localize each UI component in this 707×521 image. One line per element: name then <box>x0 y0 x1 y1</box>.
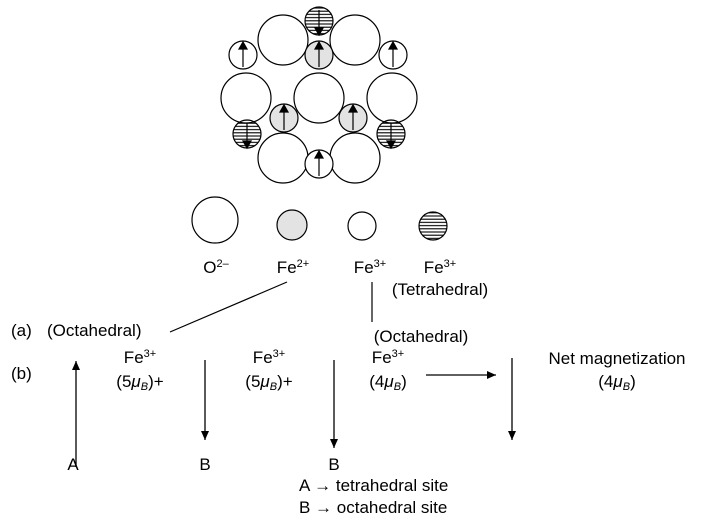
legend-tetrahedral-note: (Tetrahedral) <box>391 280 489 299</box>
legend-label-fe3: Fe3+ <box>353 258 387 277</box>
spin-arrows <box>237 10 399 176</box>
oxygen-ion <box>329 14 381 66</box>
moment-3-value: (4μB) <box>369 372 407 393</box>
oxygen-ion <box>293 72 345 124</box>
part-a-tag: (a) <box>11 321 32 340</box>
moment-arrows <box>72 358 516 467</box>
site-label-a: A <box>67 455 79 474</box>
connector-lines <box>169 281 373 333</box>
key-a-line: A → tetrahedral site <box>299 476 449 495</box>
moment-1-ion: Fe3+ <box>123 348 157 367</box>
legend-label-fe3-tetrahedral: Fe3+ <box>423 258 457 277</box>
legend-fe3-tetrahedral-symbol <box>418 211 448 241</box>
legend-label-oxygen: O2– <box>203 258 229 277</box>
legend-fe2-symbol <box>276 209 308 241</box>
moment-1-value: (5μB)+ <box>116 372 164 393</box>
moment-3-ion: Fe3+ <box>371 348 405 367</box>
net-magnetization-title: Net magnetization <box>548 349 686 368</box>
octahedral-label-left: (Octahedral) <box>47 321 142 340</box>
part-b-tag: (b) <box>11 364 32 383</box>
net-magnetization-value: (4μB) <box>598 372 636 393</box>
moment-2-value: (5μB)+ <box>245 372 293 393</box>
oxygen-ion <box>220 72 272 124</box>
oxygen-ion <box>257 132 309 184</box>
legend-label-fe2: Fe2+ <box>276 258 310 277</box>
octahedral-label-right: (Octahedral) <box>373 327 469 346</box>
legend-symbols <box>191 196 448 244</box>
site-label-b2: B <box>328 455 340 474</box>
oxygen-ion <box>366 72 418 124</box>
oxygen-ion <box>257 14 309 66</box>
oxygen-ion <box>329 132 381 184</box>
legend-fe3-symbol <box>347 211 377 241</box>
legend-oxygen-symbol <box>191 196 239 244</box>
crystal-structure <box>220 6 418 184</box>
moment-2-ion: Fe3+ <box>252 348 286 367</box>
key-b-line: B → octahedral site <box>299 498 448 517</box>
site-label-b1: B <box>199 455 211 474</box>
